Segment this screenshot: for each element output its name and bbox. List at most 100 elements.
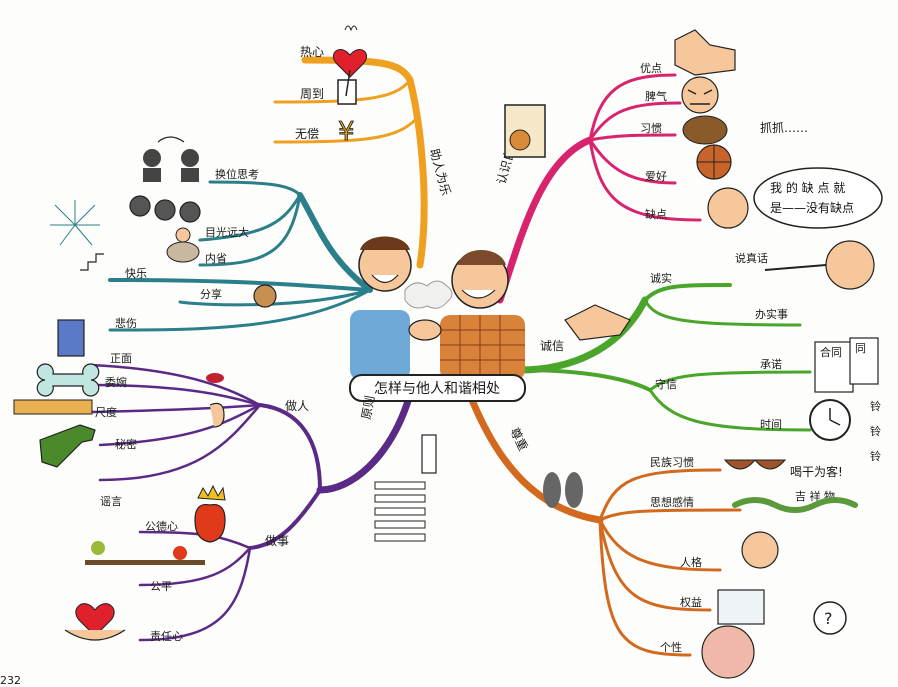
- empathy-item-1: 换位思考: [215, 167, 259, 181]
- know-self-item-1: 优点: [640, 62, 662, 75]
- cat-icon: [509, 129, 531, 151]
- help-item-3: 无偿: [295, 126, 319, 141]
- scratch-text: 抓抓……: [760, 121, 808, 135]
- respect-item-3: 人格: [680, 555, 702, 569]
- respect-branch-label: 尊重: [507, 425, 531, 453]
- ring-text-1: 铃: [870, 399, 881, 413]
- ring-text-3: 铃: [870, 449, 881, 463]
- honesty-branch-lines: [516, 283, 812, 432]
- principle-sub-1-item-2: 委婉: [105, 375, 127, 389]
- honesty-branch: 诚信 诚实 说真话 办实事 守信 承诺 时间 合同 同 铃 铃 铃: [540, 240, 881, 463]
- principle-branch-lines: [88, 363, 414, 642]
- crowned-apple-icon: [194, 503, 226, 543]
- bottle-icon: [39, 424, 96, 468]
- scale-icon: [85, 560, 205, 565]
- honesty-sub-1-item-2: 办实事: [755, 307, 788, 321]
- person-a-icon: [143, 149, 161, 167]
- meditating-icon: [166, 241, 200, 263]
- honesty-sub-2-item-1: 承诺: [760, 358, 782, 371]
- know-self-item-3: 习惯: [640, 121, 662, 135]
- bowls-icon: [723, 459, 787, 470]
- contract-icon: 合同 同: [814, 337, 879, 393]
- respect-item-1: 民族习惯: [650, 455, 694, 469]
- hedgehog-icon: [682, 115, 728, 145]
- principle-sub-1-item-1: 正面: [110, 352, 132, 365]
- principle-sub-1: 做人: [285, 398, 309, 413]
- respect-branch-lines: [466, 391, 742, 657]
- snake-icon: [732, 497, 858, 513]
- honesty-sub-2-item-2: 时间: [760, 418, 782, 431]
- know-self-item-2: 脾气: [645, 89, 667, 103]
- steam-icon: [344, 25, 358, 32]
- respect-branch: 尊重 民族习惯 思想感情 人格 权益 个性 喝干为客! 吉 祥 物 ?: [507, 425, 858, 679]
- help-branch-label: 助人为乐: [427, 147, 453, 197]
- ruler-icon: [13, 399, 93, 415]
- empathy-item-4: 快乐: [125, 267, 147, 280]
- bubble-line-2: 是——没有缺点: [770, 200, 854, 215]
- crosswalk-icon: [374, 481, 426, 542]
- thumbs-up-icon: [674, 29, 736, 76]
- honesty-sub-2: 守信: [655, 377, 677, 391]
- principle-sub-2-item-3: 责任心: [150, 630, 183, 643]
- binoculars-icon: [129, 195, 201, 223]
- honesty-branch-label: 诚信: [540, 339, 564, 353]
- center-illustration: [350, 236, 525, 380]
- page-number: 232: [0, 674, 21, 687]
- know-self-item-4: 爱好: [645, 169, 667, 183]
- know-self-branch: 认识自己 优点 脾气 习惯 爱好 缺点 抓抓…… 我 的 缺 点 就 是——没有…: [494, 29, 883, 229]
- cookie-icon: [253, 284, 277, 308]
- respect-item-5: 个性: [660, 640, 682, 654]
- empathy-item-6: 悲伤: [115, 316, 137, 330]
- yuan-icon: ¥: [338, 117, 355, 147]
- angry-face-icon: [681, 76, 719, 114]
- empathy-item-5: 分享: [200, 287, 222, 301]
- principle-sub-2: 做事: [265, 533, 289, 548]
- handshake-icon: [564, 304, 631, 341]
- document-icon: [717, 589, 765, 625]
- center-title-box: 怎样与他人和谐相处: [349, 374, 526, 402]
- principle-sub-2-item-1: 公德心: [145, 519, 178, 533]
- empathy-branch-lines: [108, 180, 373, 332]
- contract-text: 合同: [820, 345, 842, 359]
- people-icon: [543, 472, 561, 508]
- help-item-1: 热心: [300, 45, 324, 59]
- swap-arrow-icon: [157, 136, 185, 143]
- principle-branch: 原则 做人 正面 委婉 尺度 秘密 谣言 做事 公德心 公平 责任心: [0, 352, 437, 687]
- bubble-line-1: 我 的 缺 点 就: [770, 180, 845, 195]
- lips-icon: [206, 373, 224, 383]
- help-item-2: 周到: [300, 87, 324, 101]
- boy-face-icon: [707, 187, 749, 229]
- principle-sub-1-item-4: 秘密: [115, 437, 137, 451]
- respect-item-4: 权益: [680, 595, 702, 609]
- long-nose-face-icon: [825, 240, 875, 290]
- honesty-sub-1: 诚实: [650, 271, 672, 285]
- ring-text-2: 铃: [870, 424, 881, 438]
- principle-sub-1-item-3: 尺度: [95, 405, 117, 419]
- fireworks-icon: [50, 200, 100, 246]
- face-icon: [741, 531, 779, 569]
- empathy-item-3: 内省: [205, 251, 227, 265]
- know-self-item-5: 缺点: [645, 207, 667, 221]
- respect-item-2: 思想感情: [650, 495, 694, 509]
- bone-icon: [36, 363, 100, 397]
- traffic-light-icon: [421, 434, 437, 474]
- heart-icon: [332, 49, 368, 78]
- help-branch: 助人为乐 热心 周到 无偿 ¥: [295, 25, 453, 197]
- principle-branch-label: 原则: [359, 394, 377, 420]
- center-title: 怎样与他人和谐相处: [374, 381, 500, 397]
- ear-icon: [209, 402, 225, 428]
- contract-text-2: 同: [855, 342, 866, 355]
- honesty-sub-1-item-1: 说真话: [735, 251, 768, 265]
- person-b-icon: [181, 149, 199, 167]
- empathy-item-2: 目光远大: [205, 225, 249, 239]
- stairs-icon: [80, 253, 104, 271]
- bin-icon: [57, 319, 85, 357]
- toast-text: 喝干为客!: [790, 464, 843, 479]
- principle-sub-1-item-5: 谣言: [100, 495, 122, 508]
- speech-bubble: 我 的 缺 点 就 是——没有缺点: [753, 167, 883, 229]
- question-mark: ?: [824, 609, 833, 628]
- principle-sub-2-item-2: 公平: [150, 580, 172, 593]
- pig-face-icon: [701, 625, 755, 679]
